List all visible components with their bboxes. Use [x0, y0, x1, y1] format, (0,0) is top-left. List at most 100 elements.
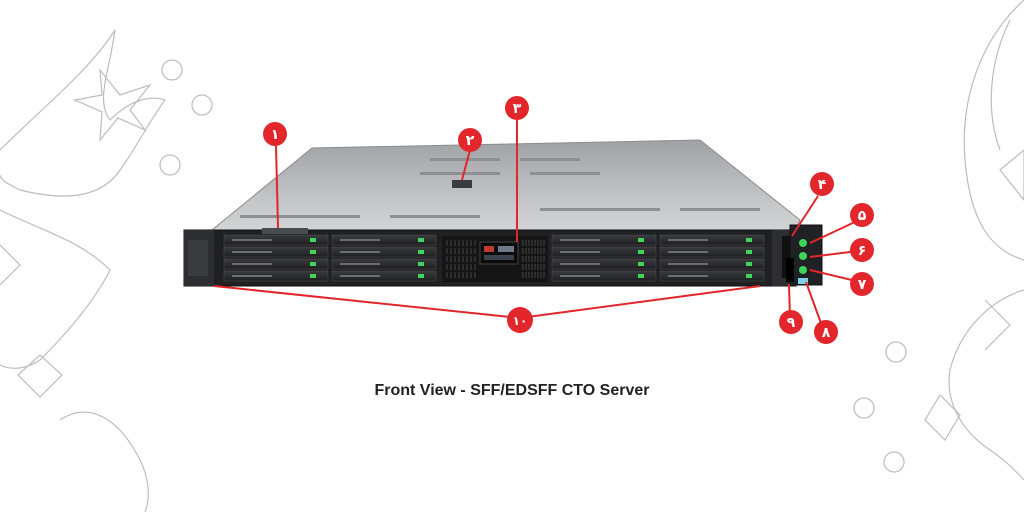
vent-slot	[531, 256, 533, 262]
front-panel	[782, 224, 823, 286]
vent-slot	[466, 240, 468, 246]
drive-activity-led	[746, 262, 752, 266]
drive-activity-led	[638, 250, 644, 254]
drive-bay-label	[668, 251, 708, 253]
svg-text:۲: ۲	[466, 133, 475, 149]
vent-slot	[470, 256, 472, 262]
vent-slot	[470, 272, 472, 278]
drive-bay-label	[232, 251, 272, 253]
drive-bay-label	[232, 263, 272, 265]
uid-button	[798, 278, 808, 284]
drive-bay	[223, 258, 329, 270]
vent-slot	[458, 248, 460, 254]
drive-bay-label	[668, 239, 708, 241]
callout-9: ۹	[779, 310, 803, 334]
svg-text:۹: ۹	[787, 315, 796, 331]
vent-slot	[462, 240, 464, 246]
vent-slot	[458, 272, 460, 278]
vent-slot	[531, 264, 533, 270]
drive-activity-led	[638, 262, 644, 266]
drive-bay	[551, 246, 657, 258]
vent-slot	[446, 272, 448, 278]
vent-slot	[537, 264, 539, 270]
vent-slot	[531, 272, 533, 278]
vent-slot	[528, 248, 530, 254]
vent-slot	[540, 248, 542, 254]
vent-slot	[474, 264, 476, 270]
callout-5: ۵	[850, 203, 874, 227]
vent-slot	[534, 240, 536, 246]
vent-slot	[528, 240, 530, 246]
vent-slot	[525, 248, 527, 254]
vent-slot	[446, 264, 448, 270]
vent-slot	[528, 272, 530, 278]
vent-slot	[454, 248, 456, 254]
drive-bay-label	[560, 239, 600, 241]
center-display-module	[442, 236, 548, 282]
drive-bay-label	[232, 239, 272, 241]
callout-10: ۱۰	[507, 307, 533, 333]
drive-bay	[551, 270, 657, 282]
vent-slot	[466, 256, 468, 262]
drive-bay	[551, 234, 657, 246]
vent-slot	[474, 256, 476, 262]
drive-bay-label	[668, 275, 708, 277]
drive-bay	[659, 234, 765, 246]
vent-slot	[462, 248, 464, 254]
vent-slot	[525, 272, 527, 278]
drive-activity-led	[310, 262, 316, 266]
vent-slot	[454, 272, 456, 278]
drive-bay	[223, 246, 329, 258]
diagram-caption: Front View - SFF/EDSFF CTO Server	[374, 382, 650, 399]
drive-bay-label	[560, 251, 600, 253]
vent-slot	[543, 272, 545, 278]
vent-slot	[454, 256, 456, 262]
vent-slot	[540, 264, 542, 270]
serial-label-pull-tab	[262, 228, 308, 234]
svg-text:۷: ۷	[858, 277, 867, 293]
vent-slot	[525, 240, 527, 246]
drive-bay	[223, 234, 329, 246]
drive-bay	[659, 246, 765, 258]
vent-slot	[537, 256, 539, 262]
vent-slot	[540, 240, 542, 246]
vent-slot	[450, 256, 452, 262]
vent-slot	[528, 264, 530, 270]
vent-slot	[454, 240, 456, 246]
vent-slot	[537, 272, 539, 278]
vent-slot	[450, 272, 452, 278]
callout-badges: ۱ ۲ ۳ ۴ ۵ ۶ ۷	[263, 96, 874, 344]
drive-activity-led	[746, 238, 752, 242]
vent-slot	[543, 240, 545, 246]
vent-slot	[522, 272, 524, 278]
vent-slot	[525, 256, 527, 262]
callout-7: ۷	[850, 272, 874, 296]
vent-slot	[540, 256, 542, 262]
health-led	[799, 252, 807, 260]
vent-slot	[540, 272, 542, 278]
drive-activity-led	[310, 238, 316, 242]
drive-bay	[331, 246, 437, 258]
vent-slot	[458, 240, 460, 246]
vent-slot	[466, 248, 468, 254]
drive-bay	[331, 258, 437, 270]
vent-slot	[537, 240, 539, 246]
vent-slot	[543, 264, 545, 270]
decorative-outline-right	[853, 0, 1024, 481]
drive-bay	[659, 270, 765, 282]
decorative-outline-left	[0, 29, 213, 512]
drive-bay	[551, 258, 657, 270]
vent-slot	[450, 248, 452, 254]
vent-slot	[450, 240, 452, 246]
callout-6: ۶	[850, 238, 874, 262]
callout-8: ۸	[814, 320, 838, 344]
top-service-label	[452, 180, 472, 188]
vent-slot	[458, 256, 460, 262]
vent-slot	[446, 240, 448, 246]
drive-bay-label	[340, 275, 380, 277]
vent-slot	[537, 248, 539, 254]
vent-slot	[474, 272, 476, 278]
drive-activity-led	[418, 238, 424, 242]
svg-text:۴: ۴	[818, 177, 827, 193]
